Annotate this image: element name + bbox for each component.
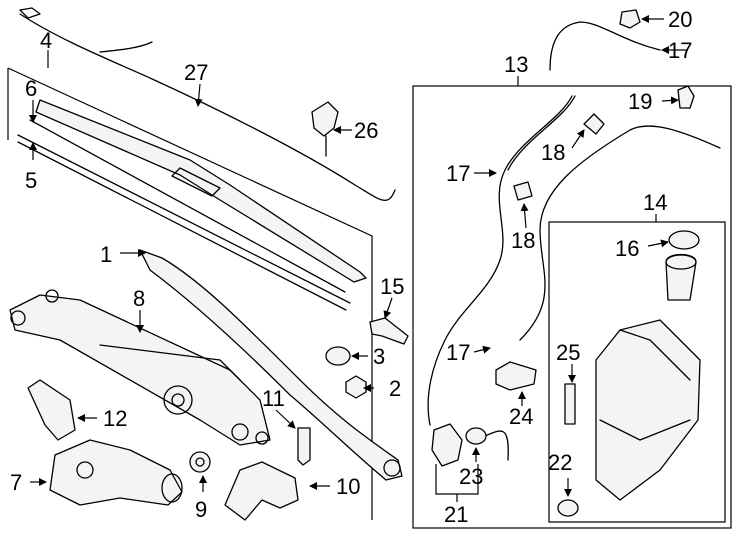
callout-9: 9 [195,497,207,522]
wiper-motor [49,439,183,506]
clip-20 [619,9,641,29]
bracket-10 [224,461,299,521]
bracket-12 [27,379,76,441]
washer-reservoir [595,253,701,501]
washer-hose-27 [19,13,396,201]
callout-4: 4 [40,28,52,53]
filter-25 [564,383,576,425]
callout-12: 12 [103,406,127,431]
callout-17b: 17 [446,161,470,186]
valve-19 [677,85,695,109]
level-sensor [495,361,537,391]
joint-18-lower [513,181,533,201]
callout-27: 27 [184,60,208,85]
callout-18b: 18 [511,228,535,253]
group-frame-4 [7,67,373,520]
callout-17c: 17 [446,340,470,365]
callout-8: 8 [133,286,145,311]
callout-15: 15 [380,274,404,299]
callout-24: 24 [509,404,533,429]
callout-22: 22 [548,450,572,475]
callout-17a: 17 [668,38,692,63]
group-frame-14 [548,221,726,523]
callout-7: 7 [10,470,22,495]
callout-1: 1 [100,242,112,267]
reservoir-cap [668,230,700,250]
callout-3: 3 [373,344,385,369]
cap-3 [325,346,351,366]
nut-9 [189,451,211,473]
bolt-11 [297,427,311,466]
callout-25: 25 [556,340,580,365]
callout-19: 19 [628,89,652,114]
callout-11: 11 [262,386,285,411]
callout-26: 26 [354,118,378,143]
washer-hose-17 [427,95,573,426]
callout-21: 21 [444,502,468,527]
callout-2: 2 [389,376,401,401]
callout-16: 16 [615,236,639,261]
nozzle-26 [311,101,339,137]
callout-14: 14 [643,190,667,215]
wiper-blade-assembly [17,99,367,311]
callout-18a: 18 [541,140,565,165]
callout-6: 6 [25,76,37,101]
callout-10: 10 [336,474,360,499]
grommet-23 [465,427,487,445]
callout-13: 13 [504,52,528,77]
bolt-15 [369,317,409,345]
wiper-arm [139,249,403,481]
callout-23: 23 [459,464,483,489]
callout-5: 5 [25,168,37,193]
nut-2 [345,375,367,399]
washer-pump [431,423,463,467]
group-frame-13 [412,85,732,529]
callout-20: 20 [668,7,692,32]
wiper-linkage [9,289,271,446]
grommet-22 [557,499,579,517]
joint-18-upper [583,113,605,135]
